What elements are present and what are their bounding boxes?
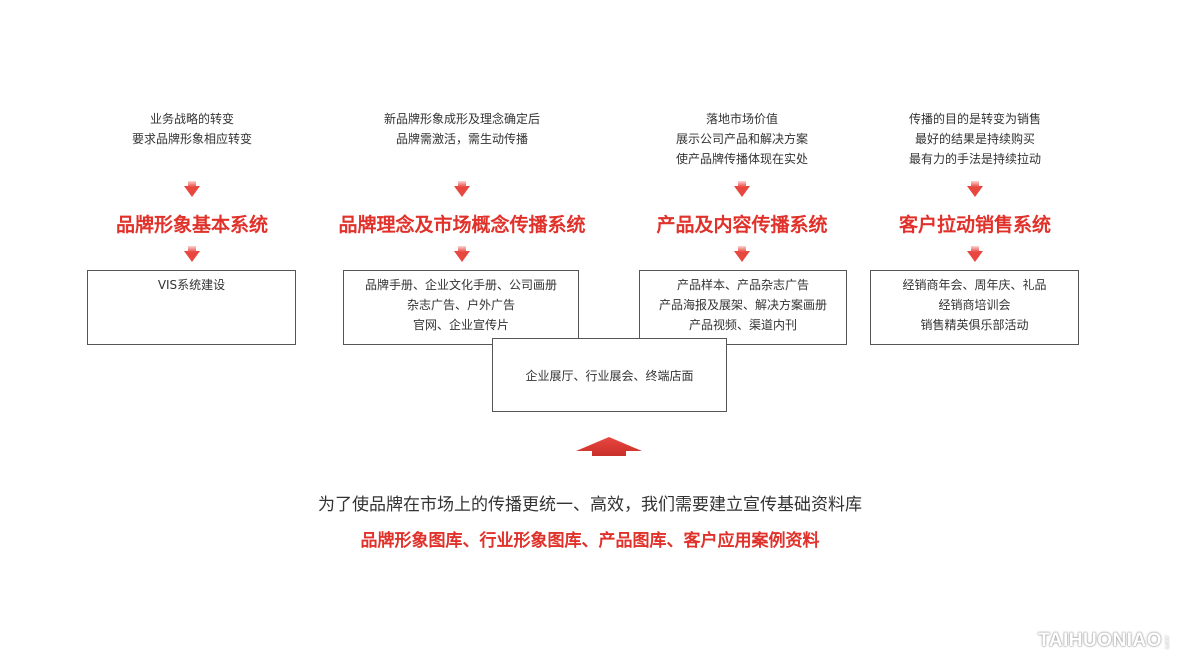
- column-4-box: 经销商年会、周年庆、礼品 经销商培训会 销售精英俱乐部活动: [870, 270, 1079, 345]
- intro-line: 新品牌形象成形及理念确定后: [383, 112, 540, 126]
- intro-line: 要求品牌形象相应转变: [131, 132, 252, 146]
- watermark-suffix: .com: [1163, 634, 1170, 650]
- box-line: 产品样本、产品杂志广告: [676, 278, 809, 292]
- resource-library-list: 品牌形象图库、行业形象图库、产品图库、客户应用案例资料: [360, 531, 820, 551]
- intro-line: 业务战略的转变: [149, 112, 234, 126]
- intro-line: 展示公司产品和解决方案: [675, 132, 808, 146]
- box-line: 品牌手册、企业文化手册、公司画册: [364, 278, 557, 292]
- intro-line: 品牌需激活，需生动传播: [395, 132, 528, 146]
- intro-line: 最好的结果是持续购买: [914, 132, 1035, 146]
- column-4-intro: 传播的目的是转变为销售 最好的结果是持续购买 最有力的手法是持续拉动: [865, 109, 1085, 169]
- column-3-title: 产品及内容传播系统: [656, 214, 828, 236]
- down-arrow-icon: [967, 246, 983, 262]
- down-arrow-icon: [454, 181, 470, 197]
- column-2-title: 品牌理念及市场概念传播系统: [338, 214, 586, 236]
- box-line: 产品视频、渠道内刊: [688, 318, 797, 332]
- shared-channel-box: 企业展厅、行业展会、终端店面: [492, 338, 727, 412]
- down-arrow-icon: [454, 246, 470, 262]
- down-arrow-icon: [184, 181, 200, 197]
- column-3-intro: 落地市场价值 展示公司产品和解决方案 使产品牌传播体现在实处: [632, 109, 852, 169]
- column-2-box: 品牌手册、企业文化手册、公司画册 杂志广告、户外广告 官网、企业宣传片: [343, 270, 579, 345]
- column-2-intro: 新品牌形象成形及理念确定后 品牌需激活，需生动传播: [342, 109, 582, 149]
- down-arrow-icon: [184, 246, 200, 262]
- intro-line: 落地市场价值: [705, 112, 778, 126]
- column-1-box: VIS系统建设: [87, 270, 296, 345]
- box-line: VIS系统建设: [157, 278, 226, 292]
- up-arrow-icon: [576, 437, 642, 456]
- intro-line: 使产品牌传播体现在实处: [675, 152, 808, 166]
- box-line: 官网、企业宣传片: [412, 318, 509, 332]
- watermark-logo: TAIHUONIAO: [1038, 630, 1162, 651]
- down-arrow-icon: [734, 181, 750, 197]
- box-line: 经销商培训会: [938, 298, 1011, 312]
- down-arrow-icon: [734, 246, 750, 262]
- box-line: 经销商年会、周年庆、礼品: [902, 278, 1047, 292]
- box-line: 杂志广告、户外广告: [406, 298, 515, 312]
- box-line: 企业展厅、行业展会、终端店面: [525, 369, 694, 383]
- column-1-intro: 业务战略的转变 要求品牌形象相应转变: [92, 109, 292, 149]
- intro-line: 最有力的手法是持续拉动: [908, 152, 1041, 166]
- down-arrow-icon: [967, 181, 983, 197]
- summary-text: 为了使品牌在市场上的传播更统一、高效，我们需要建立宣传基础资料库: [318, 495, 862, 515]
- intro-line: 传播的目的是转变为销售: [908, 112, 1041, 126]
- column-4-title: 客户拉动销售系统: [898, 214, 1051, 236]
- column-1-title: 品牌形象基本系统: [115, 214, 268, 236]
- column-3-box: 产品样本、产品杂志广告 产品海报及展架、解决方案画册 产品视频、渠道内刊: [639, 270, 847, 345]
- box-line: 销售精英俱乐部活动: [920, 318, 1029, 332]
- box-line: 产品海报及展架、解决方案画册: [658, 298, 827, 312]
